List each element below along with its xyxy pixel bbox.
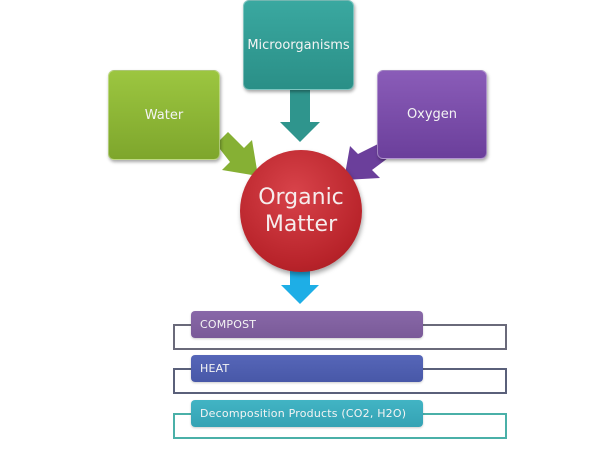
frame-line: [173, 413, 191, 415]
organic-matter-line1: Organic: [258, 185, 344, 210]
frame-outline: [173, 368, 507, 394]
microorganisms-label: Microorganisms: [247, 37, 350, 53]
frame-line: [173, 324, 191, 326]
oxygen-label: Oxygen: [406, 107, 458, 122]
frame-line: [423, 413, 507, 415]
heat-bar: HEAT: [191, 355, 423, 382]
frame-outline: [173, 324, 507, 350]
water-label: Water: [144, 107, 184, 123]
oxygen-box: Oxygen: [377, 70, 487, 159]
frame-outline: [173, 413, 507, 439]
water-arrow: [216, 132, 258, 176]
frame-line: [423, 324, 507, 326]
micro-arrow: [280, 88, 320, 142]
heat-label: HEAT: [200, 362, 230, 375]
decomposition-bar: Decomposition Products (CO2, H2O): [191, 400, 423, 427]
compost-label: COMPOST: [200, 318, 257, 331]
compost-bar: COMPOST: [191, 311, 423, 338]
frame-line: [423, 368, 507, 370]
microorganisms-box: Microorganisms: [243, 0, 354, 90]
water-box: Water: [108, 70, 220, 160]
organic-matter-circle: Organic Matter: [240, 150, 362, 272]
decomposition-label: Decomposition Products (CO2, H2O): [200, 407, 407, 420]
output-arrow: [281, 270, 319, 304]
organic-matter-line2: Matter: [264, 212, 338, 237]
frame-line: [173, 368, 191, 370]
